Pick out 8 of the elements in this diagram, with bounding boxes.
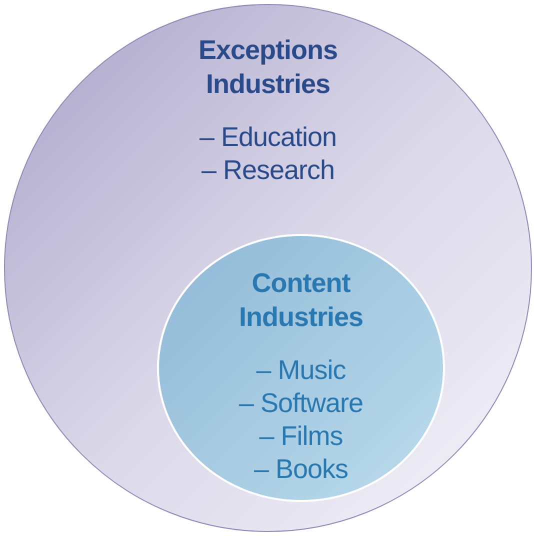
list-item: – Films xyxy=(259,420,343,453)
list-item: – Books xyxy=(254,453,348,486)
list-item: – Research xyxy=(201,154,335,187)
list-item: – Education xyxy=(199,121,337,154)
list-item: – Software xyxy=(238,387,364,420)
region-heading: Content Industries xyxy=(238,267,364,334)
region-heading: Exceptions Industries xyxy=(197,34,339,101)
list-item: – Music xyxy=(256,354,346,387)
